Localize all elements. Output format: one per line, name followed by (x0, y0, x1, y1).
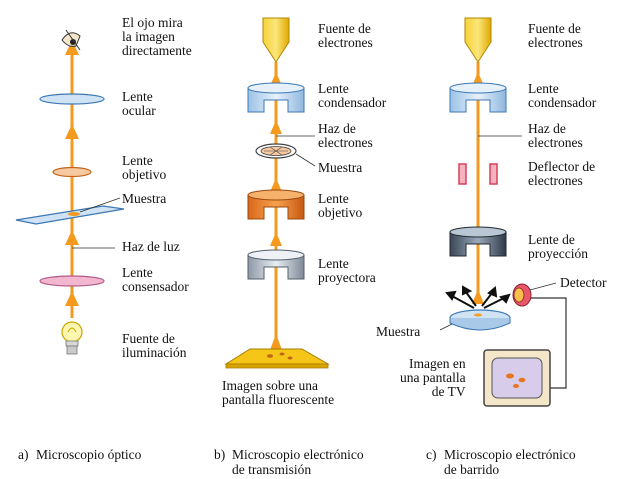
light-bulb-icon (61, 321, 83, 355)
detector-icon (512, 282, 557, 307)
scanning-sample-stage (439, 309, 511, 331)
optical-sample-label: Muestra (122, 191, 167, 206)
fluorescent-screen-label: Imagen sobre una pantalla fluorescente (222, 378, 335, 407)
optical-sample-slide (15, 197, 125, 225)
transmission-beam-label: Haz de electrones (318, 121, 373, 150)
scanning-condenser-lens (449, 82, 507, 113)
transmission-objective-lens (247, 189, 305, 220)
detector-label: Detector (560, 275, 607, 290)
light-beam-label: Haz de luz (122, 239, 180, 254)
tv-screen-label: Imagen en una pantalla de TV (400, 356, 466, 399)
scattered-electrons (445, 285, 511, 309)
scanning-beam-label: Haz de electrones (528, 121, 583, 150)
caption-optical-letter: a) (18, 447, 29, 462)
fluorescent-screen (224, 348, 330, 369)
caption-optical: a) Microscopio óptico (18, 432, 141, 462)
transmission-microscope (224, 17, 330, 369)
transmission-source-label: Fuente de electrones (318, 21, 373, 50)
scanning-electron-source-icon (464, 17, 492, 63)
scanning-microscope (439, 17, 567, 407)
eye-label: El ojo mira la imagen directamente (122, 15, 192, 58)
ocular-lens-label: Lente ocular (122, 89, 156, 118)
tv-monitor (483, 349, 551, 407)
objective-lens-label: Lente objetivo (122, 153, 167, 182)
caption-transmission: b) Microscopio electrónico de transmisión (214, 432, 364, 477)
transmission-sample (255, 143, 316, 167)
scanning-projection-lens (449, 226, 507, 257)
detector-cable (531, 297, 567, 389)
transmission-electron-source-icon (262, 17, 290, 63)
transmission-sample-label: Muestra (318, 160, 363, 175)
ocular-lens (39, 93, 105, 105)
transmission-projector-lens (247, 249, 305, 280)
deflector-label: Deflector de electrones (528, 159, 596, 188)
scanning-condenser-label: Lente condensador (528, 81, 597, 110)
condenser-lens-label: Lente consensador (122, 265, 189, 294)
transmission-condenser-lens (247, 82, 305, 113)
condenser-lens (39, 275, 105, 287)
scanning-source-label: Fuente de electrones (528, 21, 583, 50)
objective-lens (52, 166, 92, 178)
caption-scanning-letter: c) (426, 447, 437, 462)
transmission-objective-label: Lente objetivo (318, 191, 363, 220)
projection-lens-label: Lente de proyección (528, 232, 588, 261)
light-source-label: Fuente de iluminación (122, 331, 187, 360)
transmission-projector-label: Lente proyectora (318, 256, 376, 285)
caption-scanning: c) Microscopio electrónico de barrido (426, 432, 576, 477)
caption-transmission-text: Microscopio electrónico de transmisión (232, 447, 364, 477)
transmission-condenser-label: Lente condensador (318, 81, 387, 110)
scanning-electron-beam (472, 62, 484, 304)
electron-deflector (458, 163, 498, 185)
caption-transmission-letter: b) (214, 447, 226, 462)
caption-scanning-text: Microscopio electrónico de barrido (444, 447, 576, 477)
scanning-sample-label: Muestra (376, 324, 421, 339)
caption-optical-text: Microscopio óptico (36, 447, 142, 462)
eye-icon (61, 29, 81, 51)
optical-microscope (15, 29, 125, 355)
